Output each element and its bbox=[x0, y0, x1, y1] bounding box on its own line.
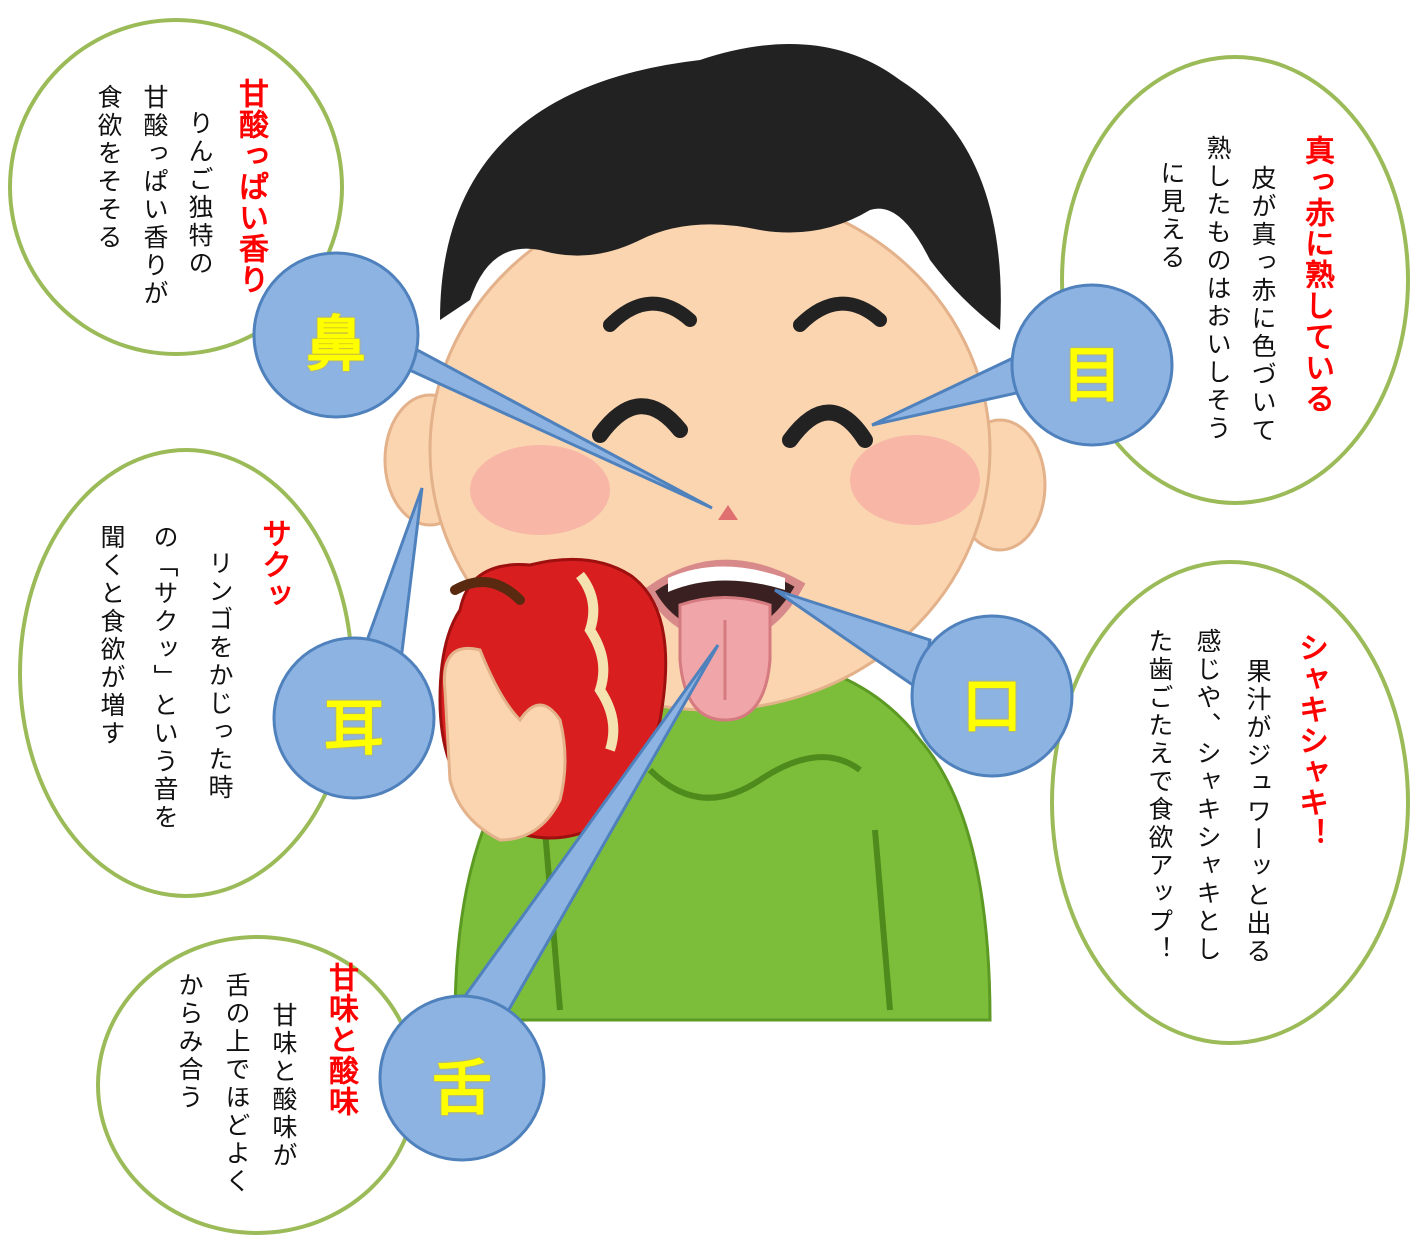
eye-heading: 真っ赤に熟している bbox=[1299, 135, 1334, 414]
mouth-body-line-3: た歯ごたえで食欲アップ！ bbox=[1145, 628, 1174, 964]
nose-callout bbox=[252, 251, 713, 510]
right-cheek bbox=[850, 435, 980, 525]
apple-stem bbox=[450, 577, 525, 605]
nose bbox=[718, 505, 738, 520]
mouth-body-line-2: 感じや、シャキシャキとし bbox=[1193, 628, 1222, 964]
eye-callout bbox=[871, 283, 1174, 447]
nose-label: 鼻 bbox=[306, 310, 366, 380]
ear-body-line-3: 聞くと食欲が増す bbox=[97, 524, 126, 748]
hair bbox=[440, 44, 1001, 330]
mouth-label: 口 bbox=[962, 672, 1022, 742]
eye-body-line-3: に見える bbox=[1157, 160, 1186, 272]
ear-body-line-1: リンゴをかじった時 bbox=[205, 550, 234, 802]
left-eye bbox=[592, 398, 688, 443]
hand bbox=[442, 647, 567, 842]
apple-bite bbox=[575, 571, 619, 752]
nose-heading: 甘酸っぱい香り bbox=[233, 78, 268, 295]
ear-label: 耳 bbox=[324, 694, 384, 764]
sweater-collar bbox=[647, 754, 862, 801]
tongue-body-line-3: からみ合う bbox=[175, 972, 204, 1112]
sweater-fold-right bbox=[872, 829, 893, 1011]
left-cheek bbox=[470, 445, 610, 535]
tongue-info-bubble bbox=[96, 935, 418, 1235]
tongue-label: 舌 bbox=[432, 1054, 492, 1124]
ear-body-line-2: の「サクッ」という音を bbox=[150, 524, 179, 832]
right-eye bbox=[782, 404, 873, 448]
mouth-info-bubble bbox=[1050, 560, 1410, 1045]
teeth bbox=[668, 566, 785, 592]
tongue-body-line-2: 舌の上でほどよく bbox=[222, 972, 251, 1196]
tongue-callout bbox=[378, 644, 720, 1162]
nose-body-line-1: りんご独特の bbox=[185, 110, 214, 278]
eye-body-line-2: 熟したものはおいしそう bbox=[1203, 135, 1232, 443]
right-eyebrow bbox=[793, 296, 887, 332]
left-eyebrow bbox=[603, 296, 697, 332]
ear-heading: サクッ bbox=[256, 518, 291, 611]
nose-body-line-3: 食欲をそそる bbox=[94, 84, 123, 252]
eye-label: 目 bbox=[1062, 341, 1122, 411]
tongue-body-line-1: 甘味と酸味が bbox=[269, 1002, 298, 1170]
mouth-heading: シャキシャキ！ bbox=[1293, 632, 1328, 849]
ear-callout bbox=[272, 487, 436, 800]
mouth-body-line-1: 果汁がジュワーッと出る bbox=[1243, 658, 1272, 966]
nose-body-line-2: 甘酸っぱい香りが bbox=[140, 84, 169, 308]
mouth-callout bbox=[774, 588, 1074, 778]
tongue-heading: 甘味と酸味 bbox=[323, 962, 358, 1117]
eye-body-line-1: 皮が真っ赤に色づいて bbox=[1248, 165, 1277, 445]
